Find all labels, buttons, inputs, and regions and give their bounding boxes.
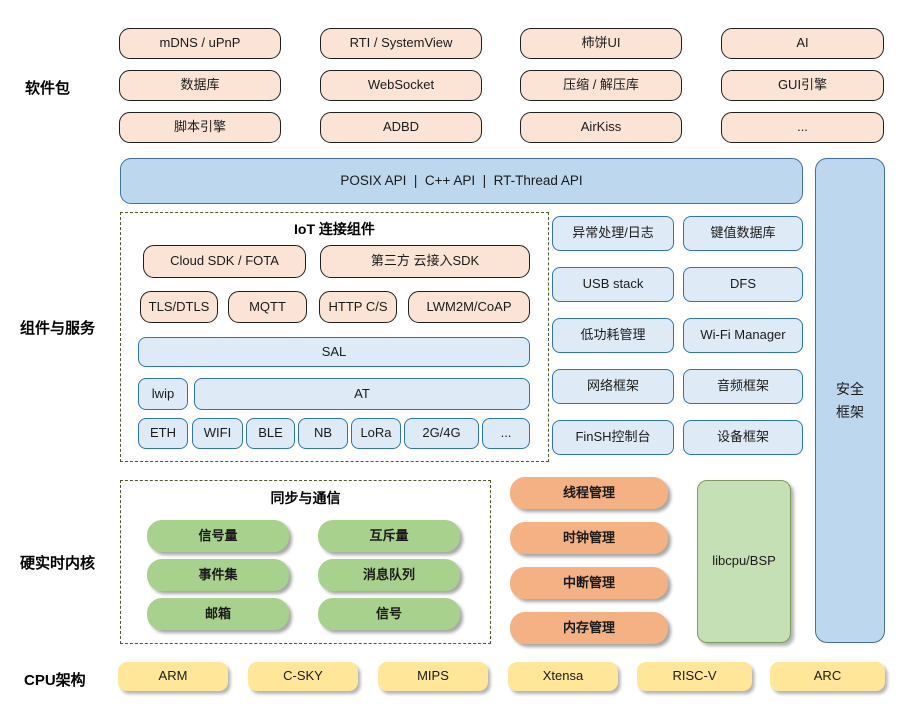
service-box: 音频框架 bbox=[683, 369, 803, 404]
section-label-software-packages: 软件包 bbox=[25, 80, 71, 97]
package-box: AI bbox=[721, 28, 884, 59]
package-box: 脚本引擎 bbox=[119, 112, 281, 143]
service-box: 网络框架 bbox=[552, 369, 674, 404]
link-box: NB bbox=[298, 418, 348, 449]
package-box: WebSocket bbox=[320, 70, 482, 101]
package-box: ... bbox=[721, 112, 884, 143]
security-framework-bar: 安全 框架 bbox=[815, 158, 885, 643]
sync-item-box: 信号 bbox=[318, 598, 460, 630]
package-box: 数据库 bbox=[119, 70, 281, 101]
sync-communication-title: 同步与通信 bbox=[270, 490, 341, 506]
service-box: 键值数据库 bbox=[683, 216, 803, 251]
iot-protocol-box: TLS/DTLS bbox=[140, 291, 218, 323]
iot-protocol-box: MQTT bbox=[228, 291, 307, 323]
service-box: Wi-Fi Manager bbox=[683, 318, 803, 353]
iot-protocol-box: LWM2M/CoAP bbox=[408, 291, 530, 323]
api-bar: POSIX API | C++ API | RT-Thread API bbox=[120, 158, 803, 204]
package-box: GUI引擎 bbox=[721, 70, 884, 101]
lwip-box: lwip bbox=[138, 378, 188, 410]
link-box: BLE bbox=[246, 418, 295, 449]
link-box: WIFI bbox=[192, 418, 243, 449]
iot-cloud-box: Cloud SDK / FOTA bbox=[143, 245, 306, 278]
link-box: ... bbox=[482, 418, 530, 449]
service-box: 异常处理/日志 bbox=[552, 216, 674, 251]
package-box: 柿饼UI bbox=[520, 28, 682, 59]
package-box: 压缩 / 解压库 bbox=[520, 70, 682, 101]
at-box: AT bbox=[194, 378, 530, 410]
section-label-realtime-kernel: 硬实时内核 bbox=[20, 555, 96, 572]
security-framework-line1: 安全 bbox=[836, 381, 864, 398]
link-box: ETH bbox=[138, 418, 188, 449]
section-label-cpu-arch: CPU架构 bbox=[24, 672, 86, 689]
service-box: 设备框架 bbox=[683, 420, 803, 455]
kernel-manager-box: 中断管理 bbox=[510, 567, 668, 599]
sync-item-box: 消息队列 bbox=[318, 559, 460, 591]
sync-item-box: 事件集 bbox=[147, 559, 289, 591]
service-box: 低功耗管理 bbox=[552, 318, 674, 353]
iot-cloud-box: 第三方 云接入SDK bbox=[320, 245, 530, 278]
link-box: 2G/4G bbox=[404, 418, 479, 449]
cpu-arch-box: ARC bbox=[770, 662, 885, 691]
package-box: AirKiss bbox=[520, 112, 682, 143]
cpu-arch-box: C-SKY bbox=[248, 662, 358, 691]
sync-item-box: 邮箱 bbox=[147, 598, 289, 630]
libcpu-bsp-box: libcpu/BSP bbox=[697, 480, 791, 643]
service-box: FinSH控制台 bbox=[552, 420, 674, 455]
package-box: ADBD bbox=[320, 112, 482, 143]
sync-item-box: 信号量 bbox=[147, 520, 289, 552]
kernel-manager-box: 内存管理 bbox=[510, 612, 668, 644]
iot-components-title: IoT 连接组件 bbox=[294, 221, 375, 237]
iot-components-box: IoT 连接组件 bbox=[120, 212, 549, 462]
cpu-arch-box: ARM bbox=[118, 662, 228, 691]
package-box: mDNS / uPnP bbox=[119, 28, 281, 59]
kernel-manager-box: 线程管理 bbox=[510, 477, 668, 509]
link-box: LoRa bbox=[351, 418, 401, 449]
sal-box: SAL bbox=[138, 337, 530, 367]
security-framework-line2: 框架 bbox=[836, 403, 864, 420]
service-box: USB stack bbox=[552, 267, 674, 302]
cpu-arch-box: Xtensa bbox=[508, 662, 618, 691]
cpu-arch-box: MIPS bbox=[378, 662, 488, 691]
sync-communication-box: 同步与通信 bbox=[120, 480, 491, 644]
sync-item-box: 互斥量 bbox=[318, 520, 460, 552]
kernel-manager-box: 时钟管理 bbox=[510, 522, 668, 554]
iot-protocol-box: HTTP C/S bbox=[319, 291, 397, 323]
section-label-components-services: 组件与服务 bbox=[20, 320, 96, 337]
package-box: RTI / SystemView bbox=[320, 28, 482, 59]
service-box: DFS bbox=[683, 267, 803, 302]
cpu-arch-box: RISC-V bbox=[637, 662, 752, 691]
